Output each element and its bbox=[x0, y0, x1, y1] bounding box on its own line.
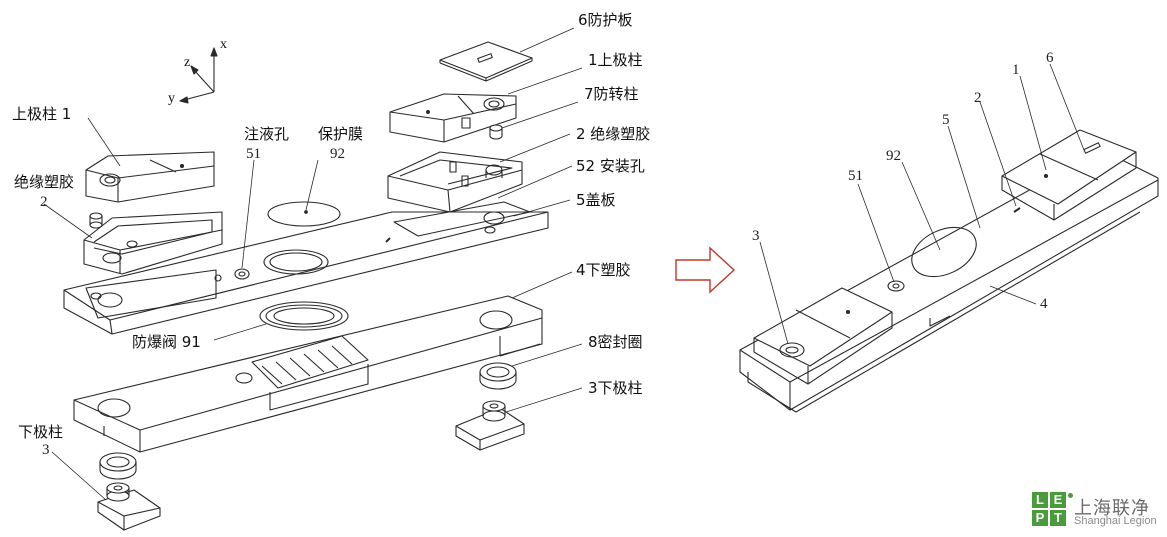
right-bottom-pole bbox=[455, 387, 583, 451]
right-top-pole bbox=[389, 67, 583, 143]
assembled-num-2: 2 bbox=[974, 90, 982, 106]
lower-plastic bbox=[73, 271, 573, 453]
assembled-num-4: 4 bbox=[1040, 296, 1048, 312]
assembled-num-6: 6 bbox=[1046, 50, 1054, 66]
logo-letter-l: L bbox=[1032, 492, 1048, 508]
protective-plate bbox=[439, 27, 575, 82]
axis-x-label: x bbox=[220, 37, 227, 52]
assembled-num-1: 1 bbox=[1012, 62, 1020, 78]
left-bottom-pole bbox=[51, 451, 161, 531]
anti-rotation-post bbox=[489, 101, 579, 140]
label-fill-hole-num: 51 bbox=[246, 146, 261, 162]
logo-letter-p: P bbox=[1032, 510, 1048, 526]
label-insulation-left-num: 2 bbox=[40, 194, 48, 210]
assembled-view bbox=[739, 63, 1159, 413]
axis-z-label: z bbox=[184, 55, 191, 70]
assembled-num-3: 3 bbox=[752, 228, 760, 244]
label-lower-plastic: 4下塑胶 bbox=[576, 261, 631, 279]
assembled-num-92: 92 bbox=[886, 148, 901, 164]
logo-name-en: Shanghai Legion bbox=[1074, 515, 1157, 527]
company-logo: L E P T bbox=[1032, 492, 1066, 526]
label-insulation-right: 2 绝缘塑胶 bbox=[576, 125, 651, 143]
axis-triad bbox=[179, 47, 218, 104]
right-insulation bbox=[387, 133, 571, 213]
label-insulation-left: 绝缘塑胶 bbox=[14, 173, 75, 191]
label-mounting-hole: 52 安装孔 bbox=[576, 157, 645, 175]
label-bottom-pole-left-num: 3 bbox=[42, 442, 50, 458]
left-top-pole bbox=[85, 151, 215, 203]
label-protective-film-num: 92 bbox=[330, 146, 345, 162]
label-top-pole-left: 上极柱 1 bbox=[12, 105, 72, 123]
right-seal-ring bbox=[479, 343, 583, 390]
logo-name-cn: 上海联净 bbox=[1074, 498, 1150, 519]
logo-dot bbox=[1068, 493, 1073, 498]
logo-letter-t: T bbox=[1050, 510, 1066, 526]
label-protective-film: 保护膜 bbox=[318, 125, 364, 143]
transition-arrow bbox=[675, 246, 736, 294]
cover-plate bbox=[63, 201, 549, 335]
label-cover-plate: 5盖板 bbox=[576, 191, 616, 209]
label-anti-rotation-post: 7防转柱 bbox=[584, 85, 639, 103]
protective-film bbox=[267, 159, 341, 227]
label-seal-ring: 8密封圈 bbox=[588, 333, 643, 351]
axis-y-label: y bbox=[168, 91, 175, 106]
explosion-valve bbox=[213, 301, 349, 341]
left-seal-ring bbox=[99, 452, 137, 480]
label-bottom-pole-left: 下极柱 bbox=[18, 423, 64, 441]
assembled-num-5: 5 bbox=[942, 112, 950, 128]
label-fill-hole: 注液孔 bbox=[244, 125, 290, 143]
label-protective-plate: 6防护板 bbox=[578, 11, 633, 29]
logo-letter-e: E bbox=[1050, 492, 1066, 508]
assembled-num-51: 51 bbox=[848, 168, 863, 184]
label-bottom-pole-right: 3下极柱 bbox=[588, 379, 643, 397]
label-explosion-valve: 防爆阀 91 bbox=[132, 333, 201, 351]
left-insulation bbox=[83, 211, 223, 275]
label-top-pole-right: 1上极柱 bbox=[588, 51, 643, 69]
